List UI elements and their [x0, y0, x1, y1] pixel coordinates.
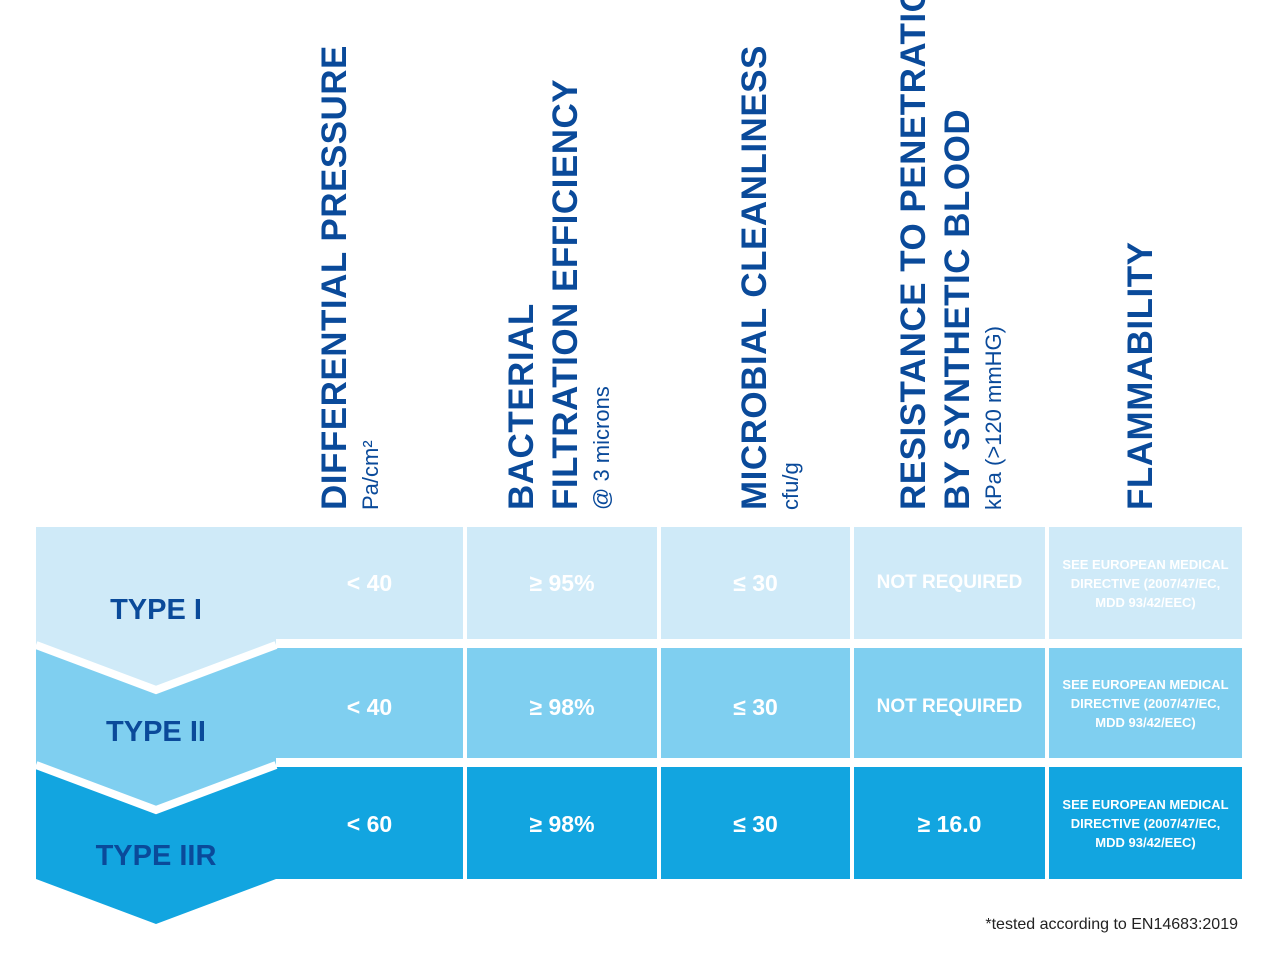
value-type-i-microbial: ≤ 30: [733, 569, 778, 596]
value-type-ii-flammability: SEE EUROPEAN MEDICAL DIRECTIVE (2007/47/…: [1049, 648, 1242, 758]
type-label-iir: TYPE IIR: [95, 840, 217, 872]
header-differential-pressure: DIFFERENTIAL PRESSURE Pa/cm²: [313, 45, 385, 510]
value-type-i-flammability: SEE EUROPEAN MEDICAL DIRECTIVE (2007/47/…: [1049, 527, 1242, 639]
flammability-line: MDD 93/42/EEC): [1095, 594, 1196, 610]
value-type-iir-resistance: ≥ 16.0: [917, 810, 982, 837]
header-title: MICROBIAL CLEANLINESS: [735, 45, 774, 510]
header-title: BACTERIAL: [502, 303, 541, 510]
header-subtitle: @ 3 microns: [589, 386, 614, 510]
header-bacterial-filtration: BACTERIAL FILTRATION EFFICIENCY @ 3 micr…: [500, 79, 616, 510]
type-label-i: TYPE I: [110, 594, 202, 626]
header-title: FLAMMABILITY: [1121, 241, 1160, 510]
header-flammability: FLAMMABILITY: [1119, 242, 1163, 510]
header-resistance-penetration: RESISTANCE TO PENETRATION BY SYNTHETIC B…: [892, 0, 1008, 510]
value-type-i-differential-pressure: < 40: [346, 569, 393, 596]
type-label-ii: TYPE II: [106, 716, 206, 748]
header-subtitle: kPa (>120 mmHG): [981, 326, 1006, 510]
value-type-iir-differential-pressure: < 60: [346, 810, 393, 837]
header-subtitle: Pa/cm²: [358, 440, 383, 510]
flammability-line: DIRECTIVE (2007/47/EC,: [1070, 695, 1221, 711]
value-type-iir-flammability: SEE EUROPEAN MEDICAL DIRECTIVE (2007/47/…: [1049, 767, 1242, 879]
value-type-iir-bfe: ≥ 98%: [529, 810, 595, 837]
column-divider: [463, 527, 467, 881]
header-title-line-2: BY SYNTHETIC BLOOD: [938, 108, 977, 510]
value-type-ii-differential-pressure: < 40: [346, 693, 393, 720]
column-divider: [1045, 527, 1049, 881]
flammability-line: DIRECTIVE (2007/47/EC,: [1070, 815, 1221, 831]
value-type-ii-bfe: ≥ 98%: [529, 693, 595, 720]
footnote: *tested according to EN14683:2019: [985, 916, 1238, 933]
flammability-line: SEE EUROPEAN MEDICAL: [1062, 556, 1229, 572]
flammability-line: MDD 93/42/EEC): [1095, 714, 1196, 730]
header-title: RESISTANCE TO PENETRATION: [894, 0, 933, 510]
header-title: DIFFERENTIAL PRESSURE: [315, 45, 354, 510]
flammability-line: MDD 93/42/EEC): [1095, 834, 1196, 850]
header-subtitle: cfu/g: [778, 462, 803, 510]
flammability-line: DIRECTIVE (2007/47/EC,: [1070, 575, 1221, 591]
column-divider: [850, 527, 854, 881]
header-microbial-cleanliness: MICROBIAL CLEANLINESS cfu/g: [733, 45, 805, 510]
value-type-iir-microbial: ≤ 30: [733, 810, 778, 837]
value-type-ii-resistance: NOT REQUIRED: [876, 696, 1023, 717]
value-type-i-resistance: NOT REQUIRED: [876, 572, 1023, 593]
value-type-i-bfe: ≥ 95%: [529, 569, 595, 596]
flammability-line: SEE EUROPEAN MEDICAL: [1062, 796, 1229, 812]
column-divider: [657, 527, 661, 881]
value-type-ii-microbial: ≤ 30: [733, 693, 778, 720]
header-title-line-2: FILTRATION EFFICIENCY: [546, 78, 585, 510]
flammability-line: SEE EUROPEAN MEDICAL: [1062, 676, 1229, 692]
